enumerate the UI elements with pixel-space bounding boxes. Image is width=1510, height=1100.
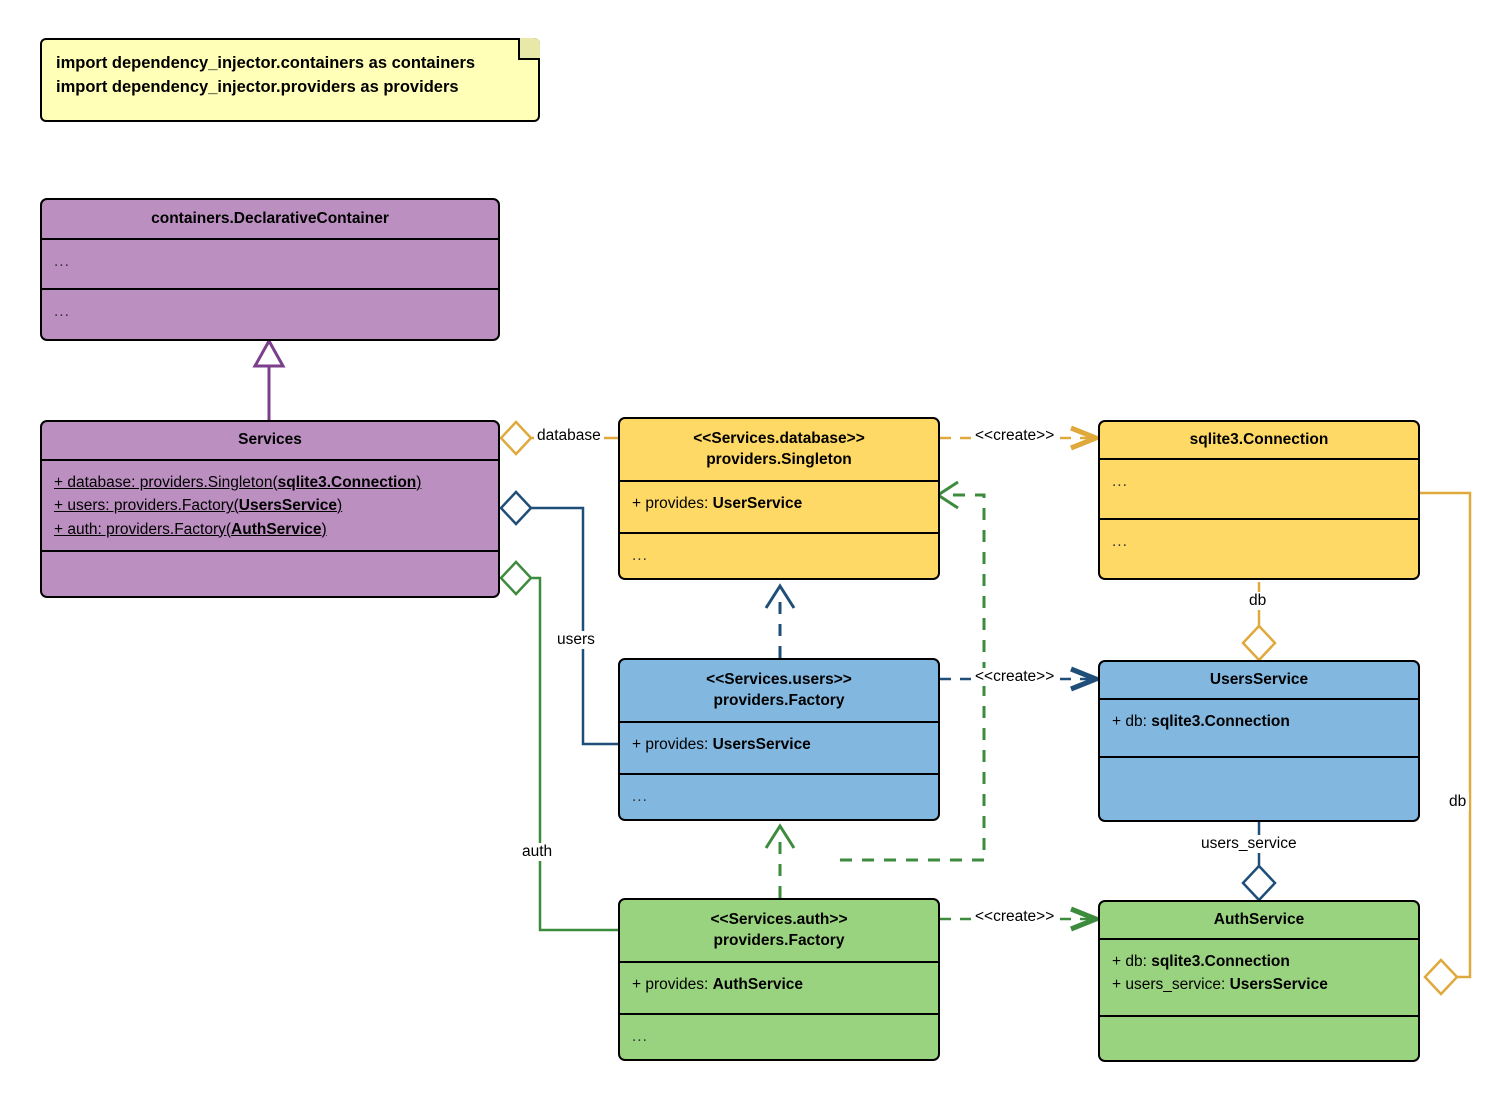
class-users-service-methods	[1100, 758, 1418, 820]
class-auth-service-attribute-db: + db: sqlite3.Connection	[1112, 953, 1290, 970]
edge-inheritance-services-to-declarativecontainer	[252, 337, 286, 420]
class-services[interactable]: Services + database: providers.Singleton…	[40, 420, 500, 598]
note-line-2: import dependency_injector.providers as …	[56, 77, 459, 96]
class-database-provider-stereotype: <<Services.database>>	[693, 429, 865, 447]
class-services-attribute-database: + database: providers.Singleton(sqlite3.…	[54, 474, 422, 491]
edge-aggregation-sqlite-to-authservice-db	[1420, 491, 1472, 996]
class-declarative-container-title: containers.DeclarativeContainer	[42, 200, 498, 240]
class-database-provider-name: providers.Singleton	[706, 450, 852, 468]
note-fold-corner	[518, 38, 540, 60]
class-users-provider[interactable]: <<Services.users>> providers.Factory + p…	[618, 658, 940, 821]
class-declarative-container-attributes: ...	[42, 240, 498, 290]
class-users-service-title: UsersService	[1100, 662, 1418, 700]
class-auth-provider-stereotype: <<Services.auth>>	[710, 910, 848, 928]
class-auth-provider-title: <<Services.auth>> providers.Factory	[620, 900, 938, 963]
class-database-provider[interactable]: <<Services.database>> providers.Singleto…	[618, 417, 940, 580]
edge-label-users-service: users_service	[1198, 835, 1300, 853]
class-declarative-container[interactable]: containers.DeclarativeContainer ... ...	[40, 198, 500, 341]
edge-dependency-auth-to-users	[764, 823, 796, 898]
class-sqlite-connection-attributes: ...	[1100, 460, 1418, 520]
class-database-provider-attributes: + provides: UserService	[620, 482, 938, 534]
class-services-methods	[42, 552, 498, 596]
class-services-attributes: + database: providers.Singleton(sqlite3.…	[42, 461, 498, 552]
edge-label-db-users-service: db	[1246, 592, 1270, 610]
class-auth-provider[interactable]: <<Services.auth>> providers.Factory + pr…	[618, 898, 940, 1061]
class-sqlite-connection-title: sqlite3.Connection	[1100, 422, 1418, 460]
edge-aggregation-services-auth	[499, 560, 618, 932]
class-users-provider-title: <<Services.users>> providers.Factory	[620, 660, 938, 723]
edge-label-database: database	[534, 427, 604, 445]
edge-label-users: users	[554, 631, 598, 649]
edge-aggregation-services-users	[499, 490, 618, 746]
class-auth-service-attributes: + db: sqlite3.Connection + users_service…	[1100, 940, 1418, 1017]
import-note: import dependency_injector.containers as…	[40, 38, 540, 122]
class-declarative-container-methods: ...	[54, 303, 70, 320]
class-services-attribute-auth: + auth: providers.Factory(AuthService)	[54, 520, 327, 538]
class-auth-provider-name: providers.Factory	[713, 931, 845, 949]
class-database-provider-methods: ...	[632, 547, 648, 564]
edge-label-db-auth-service: db	[1446, 793, 1470, 811]
note-line-1: import dependency_injector.containers as…	[56, 54, 476, 72]
edge-dependency-users-to-database	[764, 583, 796, 658]
edge-label-auth: auth	[519, 843, 556, 861]
class-users-service-attributes: + db: sqlite3.Connection	[1100, 700, 1418, 758]
class-users-provider-attributes: + provides: UsersService	[620, 723, 938, 775]
edge-label-create-users: <<create>>	[972, 668, 1058, 686]
edge-label-create-database: <<create>>	[972, 427, 1058, 445]
class-auth-service[interactable]: AuthService + db: sqlite3.Connection + u…	[1098, 900, 1420, 1062]
edge-aggregation-usersservice-to-authservice	[1241, 822, 1277, 902]
class-users-service-attribute-db: + db: sqlite3.Connection	[1112, 713, 1290, 730]
class-services-attribute-users: + users: providers.Factory(UsersService)	[54, 497, 343, 515]
class-sqlite-connection-methods: ...	[1112, 533, 1128, 550]
class-users-provider-methods: ...	[632, 788, 648, 805]
class-users-provider-name: providers.Factory	[713, 691, 845, 709]
class-users-provider-stereotype: <<Services.users>>	[706, 670, 852, 688]
edge-label-create-auth: <<create>>	[972, 908, 1058, 926]
class-auth-service-title: AuthService	[1100, 902, 1418, 940]
class-sqlite-connection[interactable]: sqlite3.Connection ... ...	[1098, 420, 1420, 580]
class-services-title: Services	[42, 422, 498, 461]
class-auth-service-methods	[1100, 1017, 1418, 1060]
class-auth-provider-methods: ...	[632, 1028, 648, 1045]
class-auth-provider-attributes: + provides: AuthService	[620, 963, 938, 1015]
class-database-provider-title: <<Services.database>> providers.Singleto…	[620, 419, 938, 482]
class-users-service[interactable]: UsersService + db: sqlite3.Connection	[1098, 660, 1420, 822]
class-auth-service-attribute-users-service: + users_service: UsersService	[1112, 976, 1328, 994]
